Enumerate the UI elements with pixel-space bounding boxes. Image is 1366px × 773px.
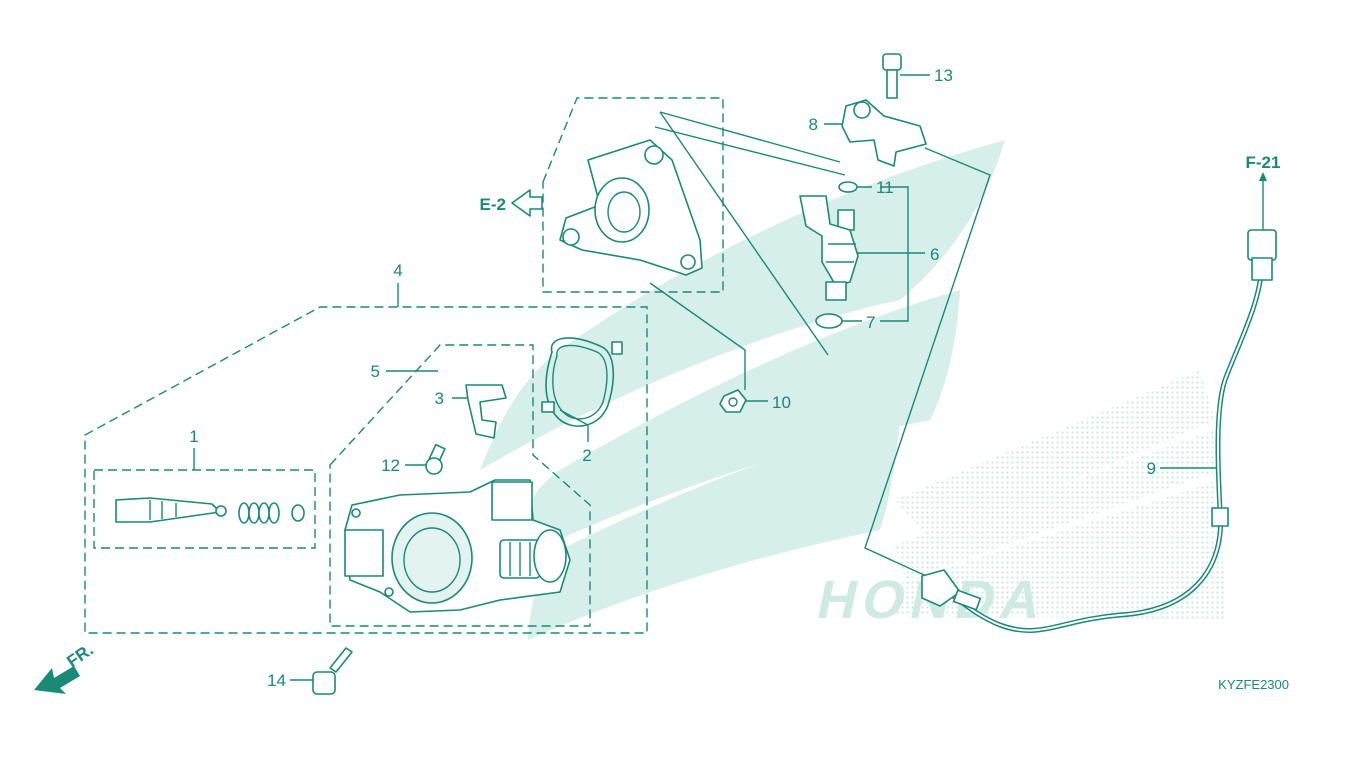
idle-valve-part-1 [115, 497, 305, 524]
callout-9: 9 [1147, 459, 1156, 478]
callout-8: 8 [809, 115, 818, 134]
callout-12: 12 [381, 456, 400, 475]
o-ring-part-11 [838, 181, 858, 193]
intake-manifold [559, 139, 703, 276]
intake-manifold-outline [542, 97, 724, 293]
fuel-hose-part-9 [921, 229, 1277, 633]
bolt-part-14 [312, 647, 353, 695]
fuel-injector-part-6 [799, 195, 859, 301]
ref-e2: E-2 [480, 195, 506, 214]
e2-arrow-icon [511, 189, 543, 217]
bolt-part-12 [425, 443, 446, 475]
callout-11: 11 [876, 178, 894, 197]
callout-6: 6 [930, 245, 939, 264]
leader-lines [193, 74, 1267, 681]
callout-14: 14 [267, 671, 286, 690]
throttle-body-part-5 [344, 479, 571, 613]
seal-ring-part-7 [815, 313, 843, 329]
clip-part-3 [465, 384, 507, 439]
callout-3: 3 [435, 389, 444, 408]
o-ring-part-2 [541, 337, 623, 427]
callout-7: 7 [866, 313, 875, 332]
callout-13: 13 [934, 66, 953, 85]
callout-4: 4 [393, 261, 402, 280]
injector-joint-part-8 [841, 99, 927, 167]
honda-wing-watermark [480, 140, 1225, 640]
ref-f21: F-21 [1246, 153, 1281, 172]
front-label: FR. [63, 640, 96, 671]
callout-2: 2 [582, 446, 591, 465]
front-arrow-icon [34, 666, 80, 694]
bolt-part-13 [882, 53, 902, 99]
throttle-body-assembly-outline [84, 306, 648, 634]
callout-5: 5 [371, 362, 380, 381]
diagram-code: KYZFE2300 [1218, 677, 1289, 692]
callout-1: 1 [189, 427, 198, 446]
callout-10: 10 [772, 393, 791, 412]
nut-part-10 [719, 389, 747, 413]
idle-valve-kit-outline [93, 469, 316, 549]
